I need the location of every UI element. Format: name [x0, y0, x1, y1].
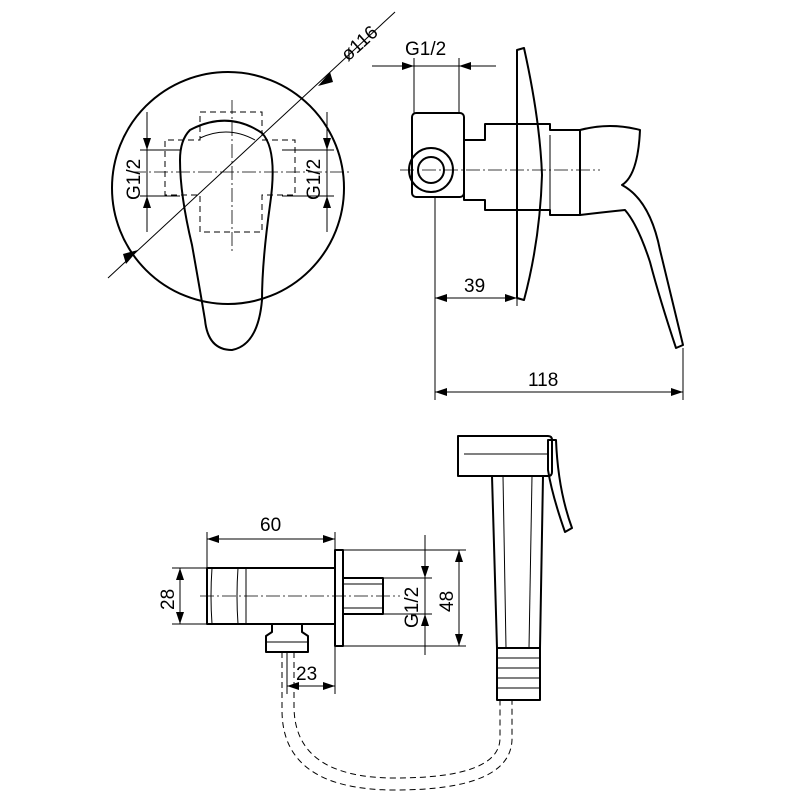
holder-depth-label: 48: [437, 591, 458, 612]
escutcheon-plate: [111, 71, 345, 305]
thread-body: [411, 112, 465, 198]
hose-inner: [293, 652, 501, 779]
shower-trigger: [547, 439, 573, 533]
diameter-dimension-line: [107, 11, 396, 279]
front-view: ø116 G1/2 G1/2: [107, 11, 396, 351]
left-thread-arrow-top: [143, 138, 151, 150]
shower-head: [457, 435, 553, 477]
holder-height-arrow-bottom: [176, 612, 184, 624]
outlet-offset-label: 23: [296, 664, 317, 685]
holder-depth-arrow-bottom: [455, 634, 463, 646]
hidden-valve-body: [164, 111, 296, 233]
total-depth-label: 118: [528, 370, 558, 391]
diameter-arrow-bottom: [123, 250, 138, 264]
right-thread-label: G1/2: [304, 159, 325, 200]
right-thread-arrow-bottom: [323, 196, 331, 208]
left-thread-arrow-bottom: [143, 196, 151, 208]
cartridge-body: [463, 123, 581, 216]
holder-width-arrow-left: [207, 535, 219, 543]
lever-side-profile: [579, 125, 684, 349]
wall-plate: [516, 47, 543, 301]
holder-width-arrow-right: [323, 535, 335, 543]
hose: [281, 652, 513, 791]
holder-thread-arrow-bottom: [421, 614, 429, 626]
holder-depth-arrow-top: [455, 550, 463, 562]
shower-handle: [491, 475, 544, 649]
top-thread-label: G1/2: [405, 39, 446, 60]
holder-height-arrow-top: [176, 568, 184, 580]
holder-wall-plate: [334, 549, 344, 647]
shower-holder-view: 60 28 23 G1/2 48: [158, 515, 513, 791]
wall-depth-arrow-left: [435, 294, 447, 302]
right-thread-arrow-top: [323, 138, 331, 150]
top-thread-arrow-right: [459, 62, 471, 70]
wall-depth-arrow-right: [505, 294, 517, 302]
handle-detail: [199, 131, 256, 141]
holder-thread-label: G1/2: [402, 587, 423, 628]
outlet-offset-arrow-right: [323, 682, 335, 690]
shower-handle-line-2: [528, 475, 533, 649]
holder-thread-arrow-top: [421, 566, 429, 578]
top-thread-arrow-left: [402, 62, 414, 70]
total-depth-arrow-right: [671, 388, 683, 396]
diameter-arrow-top: [318, 72, 333, 86]
left-thread-label: G1/2: [124, 159, 145, 200]
holder-width-label: 60: [260, 515, 281, 536]
lever-handle: [179, 119, 274, 351]
wall-depth-label: 39: [464, 276, 485, 297]
holder-height-label: 28: [158, 589, 179, 610]
outlet-offset-arrow-left: [287, 682, 299, 690]
total-depth-arrow-left: [435, 388, 447, 396]
hose-outlet: [265, 624, 309, 653]
side-view: G1/2 39 118: [372, 39, 684, 400]
hand-shower-view: [457, 435, 573, 701]
hose-connector: [496, 647, 541, 701]
shower-handle-line-1: [502, 475, 507, 649]
